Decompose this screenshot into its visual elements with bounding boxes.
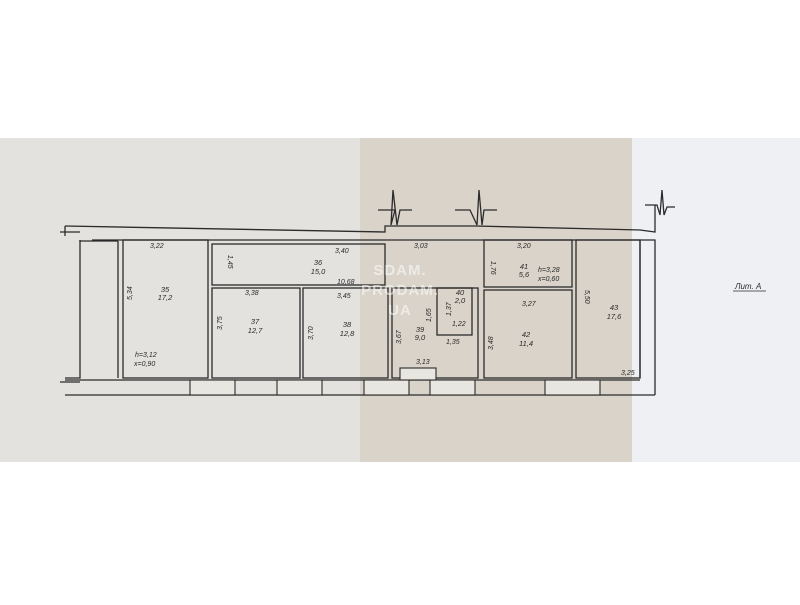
dim: 1,45 xyxy=(226,255,233,269)
dim: 3,13 xyxy=(416,359,430,366)
paper-middle xyxy=(360,138,632,462)
watermark-line-2: PRODAM. xyxy=(361,282,439,299)
room-39-id: 39 xyxy=(416,325,425,334)
room-41-id: 41 xyxy=(520,262,528,271)
height-note: x=0,60 xyxy=(537,276,559,283)
building-letter-label: Лит. А xyxy=(734,282,761,291)
dim: 5,34 xyxy=(127,286,134,300)
dim: 3,22 xyxy=(150,243,164,250)
dim: 10,68 xyxy=(337,279,355,286)
paper-left xyxy=(0,138,360,462)
dim: 3,75 xyxy=(217,316,224,330)
dim: 1,76 xyxy=(489,261,496,275)
dim: 3,38 xyxy=(245,290,259,297)
dim: 3,48 xyxy=(488,336,495,350)
dim: 5,50 xyxy=(583,290,590,304)
watermark: SDAM. PRODAM. UA xyxy=(361,262,439,319)
height-notes: h=3,12 x=0,90 h=3,28 x=0,60 xyxy=(133,267,560,368)
room-41-area: 5,6 xyxy=(519,270,530,279)
dim: 1,22 xyxy=(452,321,466,328)
paper-right xyxy=(632,138,800,462)
room-37-id: 37 xyxy=(251,317,260,326)
room-36-area: 15,0 xyxy=(311,267,326,276)
room-40-area: 2,0 xyxy=(454,296,466,305)
dim: 1,37 xyxy=(446,301,453,316)
room-37-area: 12,7 xyxy=(248,326,263,335)
room-42-area: 11,4 xyxy=(519,339,533,348)
room-42-id: 42 xyxy=(522,330,531,339)
height-note: x=0,90 xyxy=(133,361,155,368)
windows xyxy=(189,367,601,396)
room-labels: 35 17,2 36 15,0 37 12,7 38 12,8 39 9,0 4… xyxy=(158,258,622,348)
dim: 3,45 xyxy=(337,293,351,300)
dim: 1,65 xyxy=(426,308,433,322)
room-38-id: 38 xyxy=(343,320,352,329)
room-35-id: 35 xyxy=(161,285,170,294)
dim: 1,35 xyxy=(446,339,460,346)
height-note: h=3,28 xyxy=(538,267,560,274)
dim: 3,40 xyxy=(335,248,349,255)
dim: 3,20 xyxy=(517,243,531,250)
watermark-line-3: UA xyxy=(388,302,412,319)
dim: 3,25 xyxy=(621,370,635,377)
room-43-area: 17,6 xyxy=(607,312,622,321)
dim: 3,03 xyxy=(414,243,428,250)
dimension-labels: 3,22 3,40 3,03 3,20 1,45 10,68 3,38 3,45… xyxy=(127,243,635,377)
room-43-id: 43 xyxy=(610,303,619,312)
dim: 3,27 xyxy=(522,301,537,308)
room-38-area: 12,8 xyxy=(340,329,355,338)
room-40-id: 40 xyxy=(456,288,465,297)
room-35-area: 17,2 xyxy=(158,293,173,302)
dim: 3,70 xyxy=(308,326,315,340)
watermark-line-1: SDAM. xyxy=(373,262,426,279)
height-note: h=3,12 xyxy=(135,352,157,359)
room-39-area: 9,0 xyxy=(415,333,426,342)
dim: 3,67 xyxy=(396,329,403,344)
room-36-id: 36 xyxy=(314,258,323,267)
